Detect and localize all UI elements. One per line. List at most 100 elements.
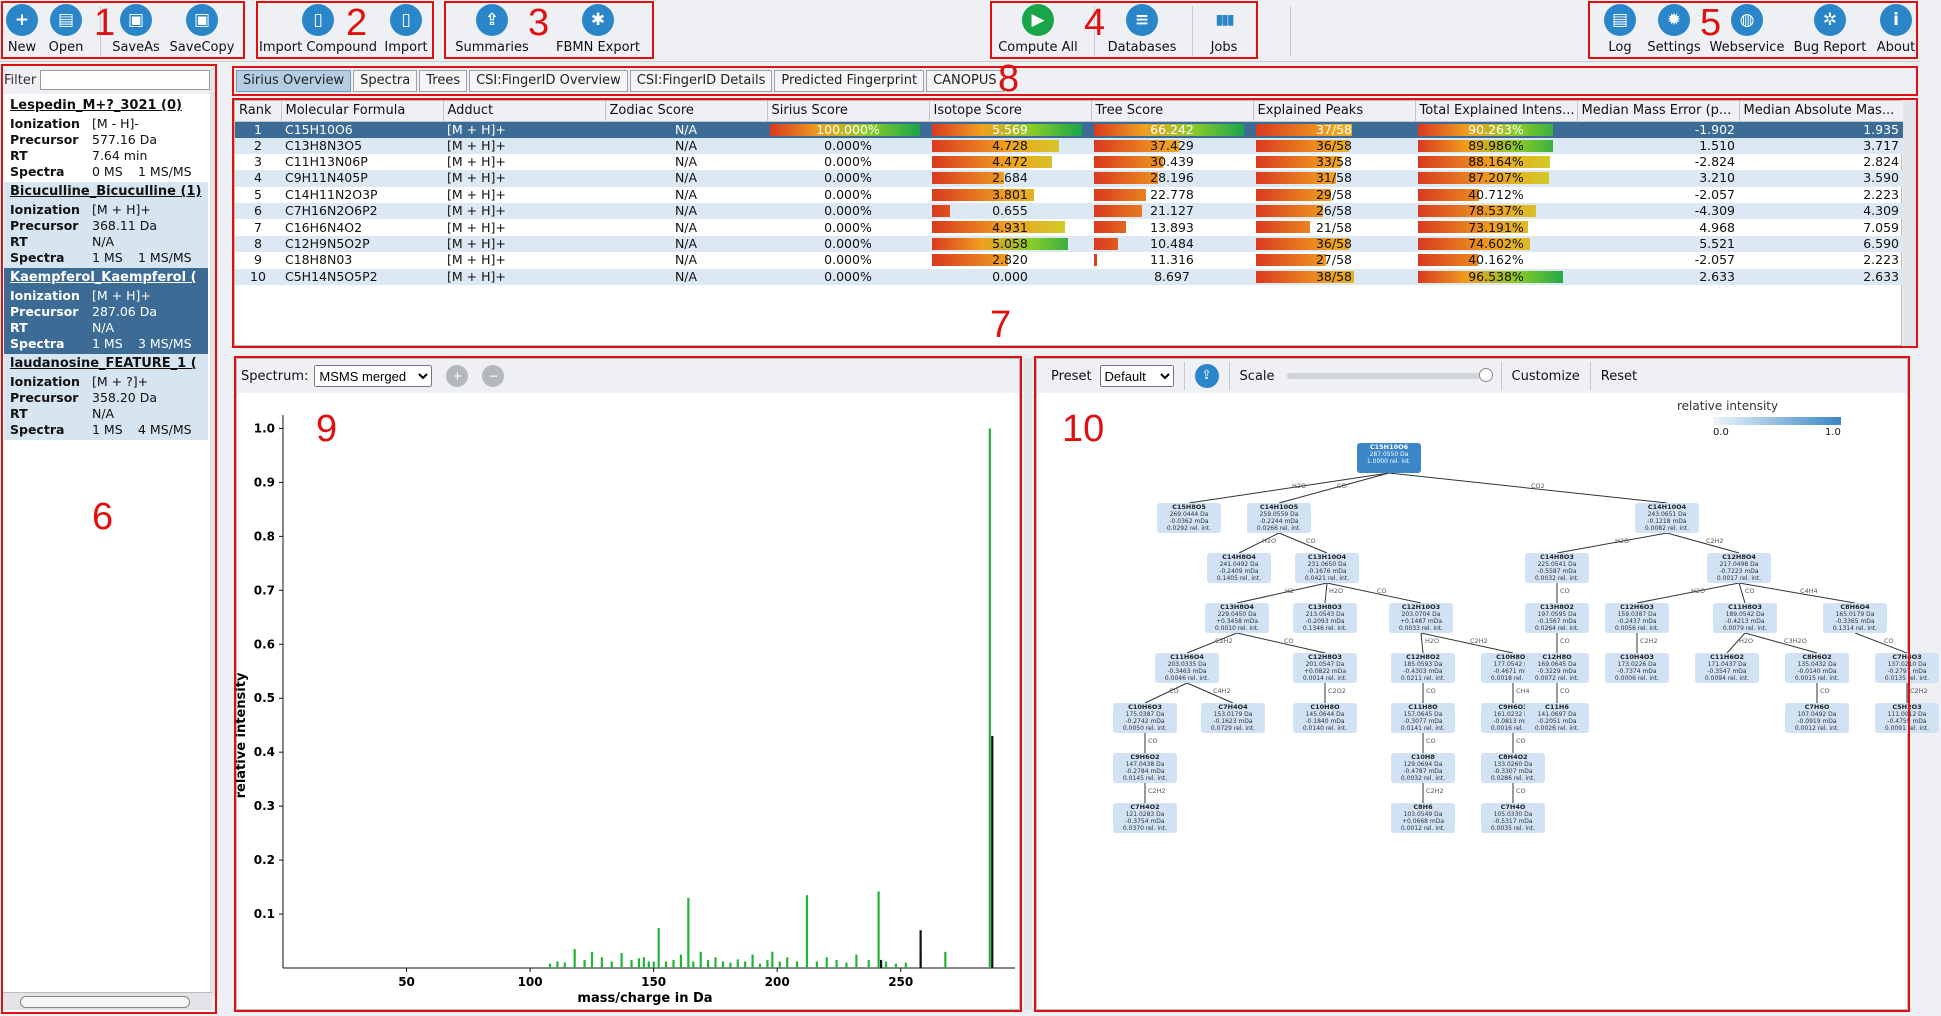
settings-button[interactable]: ✹Settings: [1629, 4, 1719, 60]
open-button[interactable]: ▤Open: [21, 4, 111, 60]
tab-csi-fingerid-overview[interactable]: CSI:FingerID Overview: [469, 70, 628, 92]
column-header[interactable]: Sirius Score: [767, 101, 930, 122]
import-compound-button[interactable]: ▯Import Compound: [259, 4, 377, 60]
reset-button[interactable]: Reset: [1600, 368, 1638, 384]
compound-list-item[interactable]: Bicuculline_Bicuculline (1)Ionization[M …: [4, 182, 208, 268]
column-header[interactable]: Median Absolute Mas...: [1739, 101, 1904, 122]
summaries-button[interactable]: ⇪Summaries: [447, 4, 537, 60]
bug-report-button[interactable]: ✲Bug Report: [1785, 4, 1875, 60]
jobs-button[interactable]: ▮▮▮Jobs: [1179, 4, 1269, 60]
column-header[interactable]: Explained Peaks: [1253, 101, 1416, 122]
export-icon[interactable]: ⇪: [1194, 364, 1219, 388]
column-header[interactable]: Median Mass Error (p...: [1577, 101, 1740, 122]
column-header[interactable]: Total Explained Intens...: [1415, 101, 1578, 122]
compound-list-vertical-scrollbar[interactable]: [210, 66, 218, 996]
log-button[interactable]: ▤Log: [1575, 4, 1665, 60]
customize-button[interactable]: Customize: [1511, 368, 1580, 384]
column-header[interactable]: Rank: [235, 101, 282, 122]
saveas-button[interactable]: ▣SaveAs: [91, 4, 181, 60]
spectrum-select[interactable]: MSMS merged: [314, 365, 433, 387]
compound-list-item[interactable]: laudanosine_FEATURE_1 (Ionization[M + ?]…: [4, 354, 208, 440]
compound-list-horizontal-scrollbar[interactable]: [2, 992, 212, 1010]
tab-csi-fingerid-details[interactable]: CSI:FingerID Details: [629, 70, 773, 92]
table-vertical-scrollbar[interactable]: [1903, 100, 1915, 346]
scale-slider-knob[interactable]: [1478, 368, 1493, 382]
new-button[interactable]: +New: [0, 4, 67, 60]
databases-button[interactable]: ≡Databases: [1097, 4, 1187, 60]
import-button[interactable]: ▯Import: [361, 4, 451, 60]
split-pane-divider[interactable]: [1024, 358, 1032, 1010]
savecopy-button[interactable]: ▣SaveCopy: [157, 4, 247, 60]
column-header[interactable]: Tree Score: [1091, 101, 1254, 122]
tab-predicted-fingerprint[interactable]: Predicted Fingerprint: [774, 70, 925, 92]
compound-list-item[interactable]: Lespedin_M+?_3021 (0)Ionization[M - H]-P…: [4, 96, 208, 182]
column-header[interactable]: Zodiac Score: [605, 101, 768, 122]
tab-trees[interactable]: Trees: [419, 70, 468, 92]
filter-input[interactable]: [40, 70, 211, 90]
zoom-out-icon[interactable]: −: [482, 365, 505, 387]
preset-select[interactable]: Default: [1099, 365, 1174, 387]
scale-slider[interactable]: [1286, 368, 1493, 382]
fbmn-export-button[interactable]: ✱FBMN Export: [553, 4, 643, 60]
scroll-thumb[interactable]: [20, 996, 190, 1008]
tab-spectra[interactable]: Spectra: [353, 70, 418, 92]
zoom-in-icon[interactable]: +: [446, 365, 469, 387]
tab-sirius-overview[interactable]: Sirius Overview: [236, 70, 352, 92]
tab-canopus[interactable]: CANOPUS: [926, 70, 1004, 92]
webservice-button[interactable]: ◍Webservice: [1702, 4, 1792, 60]
compound-list-item[interactable]: Kaempferol_Kaempferol (Ionization[M + H]…: [4, 268, 208, 354]
compute-all-button[interactable]: ▶Compute All: [993, 4, 1083, 60]
column-header[interactable]: Molecular Formula: [281, 101, 444, 122]
column-header[interactable]: Isotope Score: [929, 101, 1092, 122]
column-header[interactable]: Adduct: [443, 101, 606, 122]
